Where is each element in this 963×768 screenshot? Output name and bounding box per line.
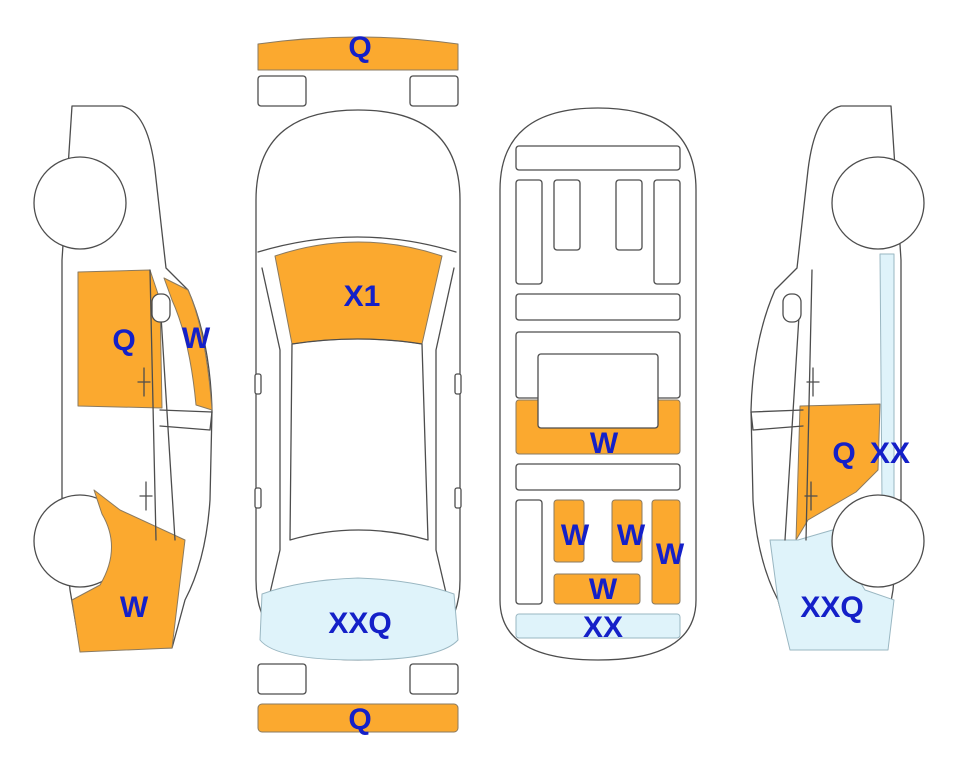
right-front-handle: [806, 367, 820, 397]
left-door-rear-edge: [149, 269, 157, 541]
top-left-rear-handle: [254, 487, 262, 509]
left-front-door-zone[interactable]: [77, 269, 163, 409]
right-front-wheel: [831, 156, 925, 250]
top-left-mirror: [254, 373, 262, 395]
right-side-view: Q XX XXQ: [750, 105, 925, 651]
floor-front-right-column: [653, 179, 681, 285]
floor-bottom-seat-label: W: [589, 573, 618, 606]
top-roof-outline: [289, 338, 429, 541]
rear-window-label: XXQ: [328, 607, 391, 640]
floor-right-column-zone[interactable]: [651, 499, 681, 605]
top-left-side-line: [261, 267, 281, 611]
front-bumper-label: Q: [348, 31, 371, 64]
floor-right-seat-zone[interactable]: [611, 499, 643, 563]
floor-left-seat-label: W: [561, 519, 590, 552]
left-b-pillar: [159, 299, 176, 541]
right-mirror: [782, 293, 802, 323]
right-rear-quarter-label: XXQ: [800, 591, 863, 624]
floor-front-panel: [515, 145, 681, 171]
rear-bumper-zone[interactable]: [257, 703, 459, 733]
right-door-edge: [805, 269, 813, 541]
floor-front-left-column: [515, 179, 543, 285]
top-view: Q X1 XXQ Q: [254, 31, 462, 736]
top-right-side-line: [435, 267, 455, 611]
floor-cross-panel: [515, 293, 681, 321]
floor-rear-left-column: [515, 499, 543, 605]
floor-lower-cross-panel: [515, 463, 681, 491]
floor-front-left-slot: [553, 179, 581, 251]
top-right-rear-handle: [454, 487, 462, 509]
right-b-pillar: [784, 299, 801, 541]
floor-bottom-seat-zone[interactable]: [553, 573, 641, 605]
right-rear-pillar-label: XX: [870, 437, 910, 470]
floor-center-box: [537, 353, 659, 429]
left-rear-window-line: [159, 409, 213, 431]
left-rear-handle: [139, 481, 153, 511]
rear-right-lamp: [409, 663, 459, 695]
front-left-lamp: [257, 75, 307, 107]
floor-middle-label: W: [590, 427, 619, 460]
floor-trunk-label: XX: [583, 611, 623, 644]
left-rear-quarter-label: W: [120, 591, 149, 624]
right-rear-wheel: [831, 494, 925, 588]
rear-left-lamp: [257, 663, 307, 695]
front-right-lamp: [409, 75, 459, 107]
left-front-door-label: Q: [112, 324, 135, 357]
windshield-label: X1: [344, 280, 381, 313]
left-a-pillar-label: W: [182, 322, 211, 355]
floor-right-column-label: W: [656, 538, 685, 571]
left-mirror: [151, 293, 171, 323]
floor-right-seat-label: W: [617, 519, 646, 552]
right-rear-handle: [804, 481, 818, 511]
floor-trunk-zone[interactable]: [515, 613, 681, 639]
rear-window-zone[interactable]: [259, 577, 459, 661]
rear-bumper-label: Q: [348, 703, 371, 736]
right-window-line: [750, 409, 804, 431]
top-right-mirror: [454, 373, 462, 395]
left-front-wheel: [33, 156, 127, 250]
floor-left-seat-zone[interactable]: [553, 499, 585, 563]
left-side-view: Q W W: [33, 105, 213, 653]
top-hood-curve: [257, 236, 457, 253]
left-front-handle: [137, 367, 151, 397]
right-rear-door-label: Q: [832, 437, 855, 470]
left-a-pillar-zone[interactable]: [163, 277, 213, 411]
left-rear-quarter-zone[interactable]: [71, 489, 186, 653]
floor-view: W W W W W XX: [499, 107, 697, 661]
floor-front-right-slot: [615, 179, 643, 251]
front-bumper-zone[interactable]: [257, 36, 459, 71]
